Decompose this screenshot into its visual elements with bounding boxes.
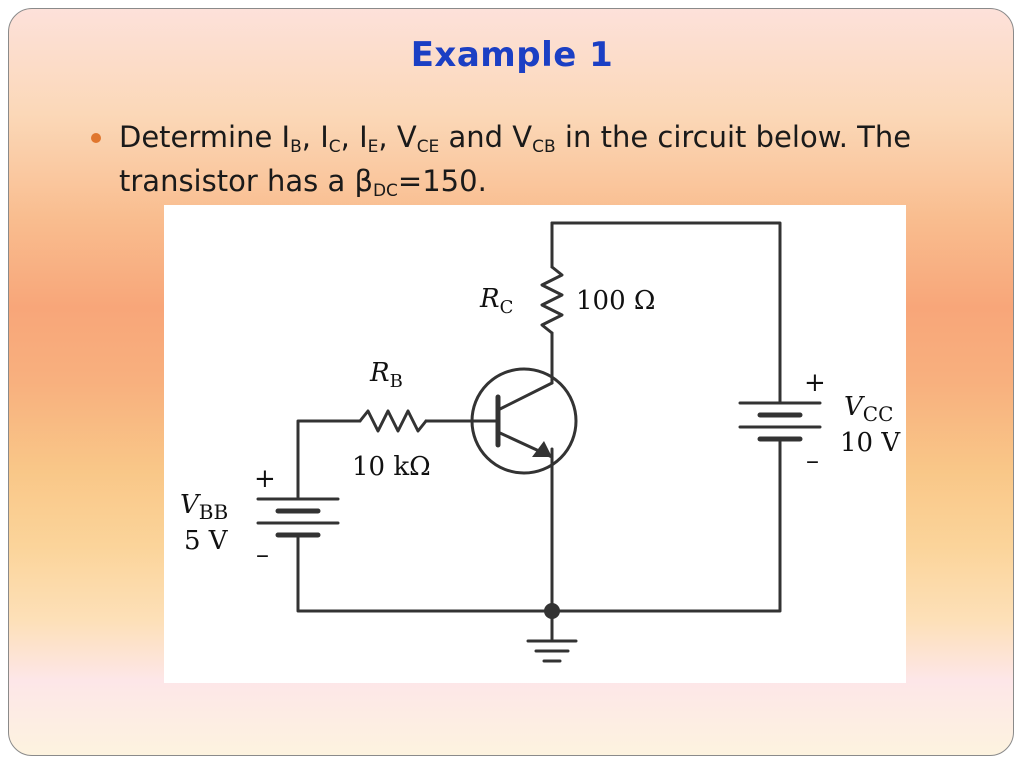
bullet-text-subscript: E (367, 137, 379, 157)
bullet-text-subscript: CE (416, 137, 440, 157)
wire-vbb-top (296, 419, 362, 499)
rb-resistor (358, 409, 428, 433)
wire-right-lower (550, 439, 782, 613)
vcc-symbol: VCC (844, 392, 893, 426)
rc-value: 100 Ω (576, 286, 655, 316)
ground-node-dot (544, 603, 560, 619)
wire-emitter (296, 447, 554, 613)
circuit-svg: RC 100 Ω RB 10 kΩ + VCC 10 V – + VBB 5 V… (180, 221, 901, 663)
bullet-text-part: in the circuit below. The transistor has… (119, 120, 912, 198)
bullet-text-part: =150. (397, 164, 487, 198)
slide-title: Example 1 (410, 35, 614, 75)
wire-top-right (550, 221, 782, 395)
bullet-text-part: , I (340, 120, 368, 154)
bullet-text-part: Determine I (119, 120, 291, 154)
rc-symbol: RC (479, 284, 513, 318)
vbb-plus: + (254, 464, 276, 494)
bullet-text-subscript: CB (532, 137, 556, 157)
vcc-minus: – (806, 446, 819, 476)
bullet-dot-icon (91, 133, 101, 143)
transistor-collector-lead (498, 381, 554, 411)
rc-resistor (540, 265, 564, 335)
bullet-text-subscript: C (328, 137, 341, 157)
slide: Example 1 Determine IB, IC, IE, VCE and … (8, 8, 1014, 756)
circuit-diagram: RC 100 Ω RB 10 kΩ + VCC 10 V – + VBB 5 V… (164, 205, 906, 683)
bullet-text-part: and V (439, 120, 533, 154)
vcc-value: 10 V (840, 428, 901, 458)
bullet-text-subscript: DC (372, 181, 398, 201)
vbb-value: 5 V (184, 526, 229, 556)
bullet-text: Determine IB, IC, IE, VCE and VCB in the… (119, 115, 939, 203)
emitter-arrow-icon (532, 441, 552, 457)
vcc-plus: + (804, 368, 826, 398)
transistor-body (470, 367, 578, 475)
vbb-minus: – (256, 540, 269, 570)
rb-symbol: RB (369, 358, 403, 392)
bullet-text-subscript: B (290, 137, 302, 157)
bullet-text-part: , V (378, 120, 417, 154)
vbb-symbol: VBB (180, 490, 228, 524)
bullet-text-part: , I (301, 120, 329, 154)
rb-value: 10 kΩ (352, 452, 431, 482)
